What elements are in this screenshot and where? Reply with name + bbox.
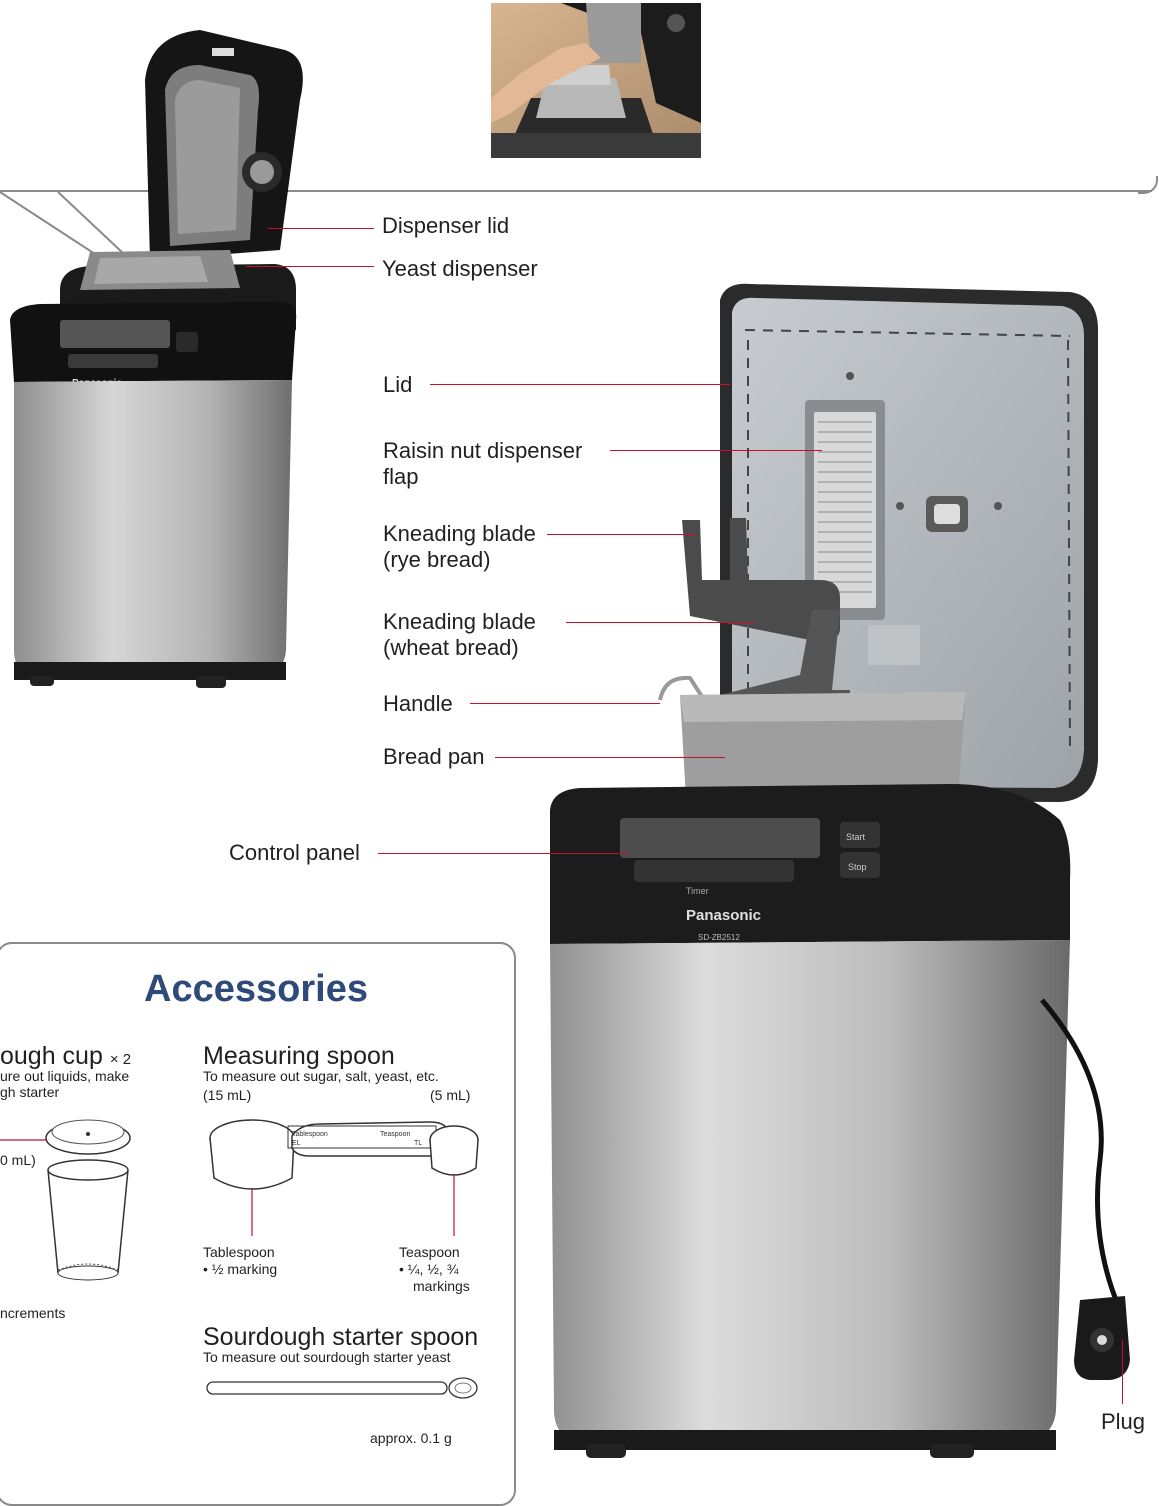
cup-volume: 0 mL)	[0, 1152, 36, 1168]
label-lid: Lid	[383, 372, 413, 397]
leader-kneading-rye	[547, 534, 697, 535]
label-handle: Handle	[383, 691, 453, 716]
measuring-spoon-left-volume: (15 mL)	[203, 1087, 252, 1103]
leader-lid	[430, 384, 730, 385]
left-callout-lines	[0, 192, 125, 255]
cup-illustration	[0, 1119, 131, 1281]
leader-handle	[470, 703, 660, 704]
sourdough-spoon-illustration	[206, 1377, 478, 1399]
leader-kneading-wheat	[566, 622, 754, 623]
inset-photo-yeast-dispenser	[491, 3, 701, 158]
right-model-text: SD-ZB2512	[698, 933, 740, 942]
cup-title: ough cup × 2	[0, 1042, 131, 1074]
sourdough-spoon-desc: To measure out sourdough starter yeast	[203, 1349, 451, 1365]
right-start-text: Start	[846, 832, 866, 842]
cup-desc-line1: ure out liquids, make	[0, 1068, 130, 1084]
label-kneading-wheat-line2: (wheat bread)	[383, 635, 519, 660]
label-kneading-rye-line2: (rye bread)	[383, 547, 491, 572]
measuring-spoon-illustration: Tablespoon EL Teaspoon TL	[209, 1119, 479, 1236]
sourdough-spoon-amount: approx. 0.1 g	[370, 1430, 452, 1446]
cup-increments: ncrements	[0, 1305, 66, 1321]
frame-corner	[1138, 176, 1158, 194]
cup-count: × 2	[109, 1051, 132, 1068]
cup-desc-line2: gh starter	[0, 1084, 60, 1100]
cup-title-text: ough cup	[0, 1042, 103, 1070]
label-yeast-dispenser: Yeast dispenser	[382, 256, 538, 281]
tablespoon-label: Tablespoon	[203, 1244, 275, 1260]
bread-maker-left-photo: Panasonic	[0, 20, 360, 700]
label-control-panel: Control panel	[229, 840, 360, 865]
engrave-tablespoon: Tablespoon	[292, 1131, 328, 1138]
accessories-panel	[0, 942, 516, 1506]
engrave-el: EL	[292, 1140, 301, 1147]
right-timer-text: Timer	[686, 886, 709, 896]
leader-yeast-dispenser	[246, 266, 374, 267]
right-stop-text: Stop	[848, 862, 867, 872]
frame-top-line	[0, 190, 1152, 192]
leader-control-panel	[378, 853, 628, 854]
teaspoon-note2: markings	[413, 1278, 470, 1294]
engrave-tl: TL	[414, 1140, 422, 1147]
teaspoon-label: Teaspoon	[399, 1244, 460, 1260]
bread-maker-right-photo: Start Stop Timer Panasonic SD-ZB2512	[550, 280, 1130, 1470]
teaspoon-note1: • ¼, ½, ¾	[399, 1261, 459, 1277]
measuring-spoon-right-volume: (5 mL)	[430, 1087, 471, 1103]
sourdough-spoon-title: Sourdough starter spoon	[203, 1323, 479, 1351]
measuring-spoon-desc: To measure out sugar, salt, yeast, etc.	[203, 1068, 439, 1084]
engrave-teaspoon: Teaspoon	[380, 1131, 410, 1138]
label-kneading-wheat-line1: Kneading blade	[383, 609, 536, 634]
tablespoon-note: • ½ marking	[203, 1261, 278, 1277]
leader-bread-pan	[495, 757, 725, 758]
label-plug: Plug	[1101, 1409, 1146, 1434]
label-bread-pan: Bread pan	[383, 744, 485, 769]
label-kneading-rye-line1: Kneading blade	[383, 521, 536, 546]
leader-raisin-dispenser	[610, 450, 822, 451]
label-dispenser-lid: Dispenser lid	[382, 213, 510, 238]
label-raisin-dispenser-line1: Raisin nut dispenser	[383, 438, 583, 463]
right-brand-logo: Panasonic	[686, 907, 761, 924]
accessories-title: Accessories	[144, 968, 368, 1010]
leader-plug	[1122, 1340, 1123, 1404]
measuring-spoon-title: Measuring spoon	[203, 1042, 395, 1070]
label-raisin-dispenser-line2: flap	[383, 464, 419, 489]
leader-dispenser-lid	[268, 228, 374, 229]
